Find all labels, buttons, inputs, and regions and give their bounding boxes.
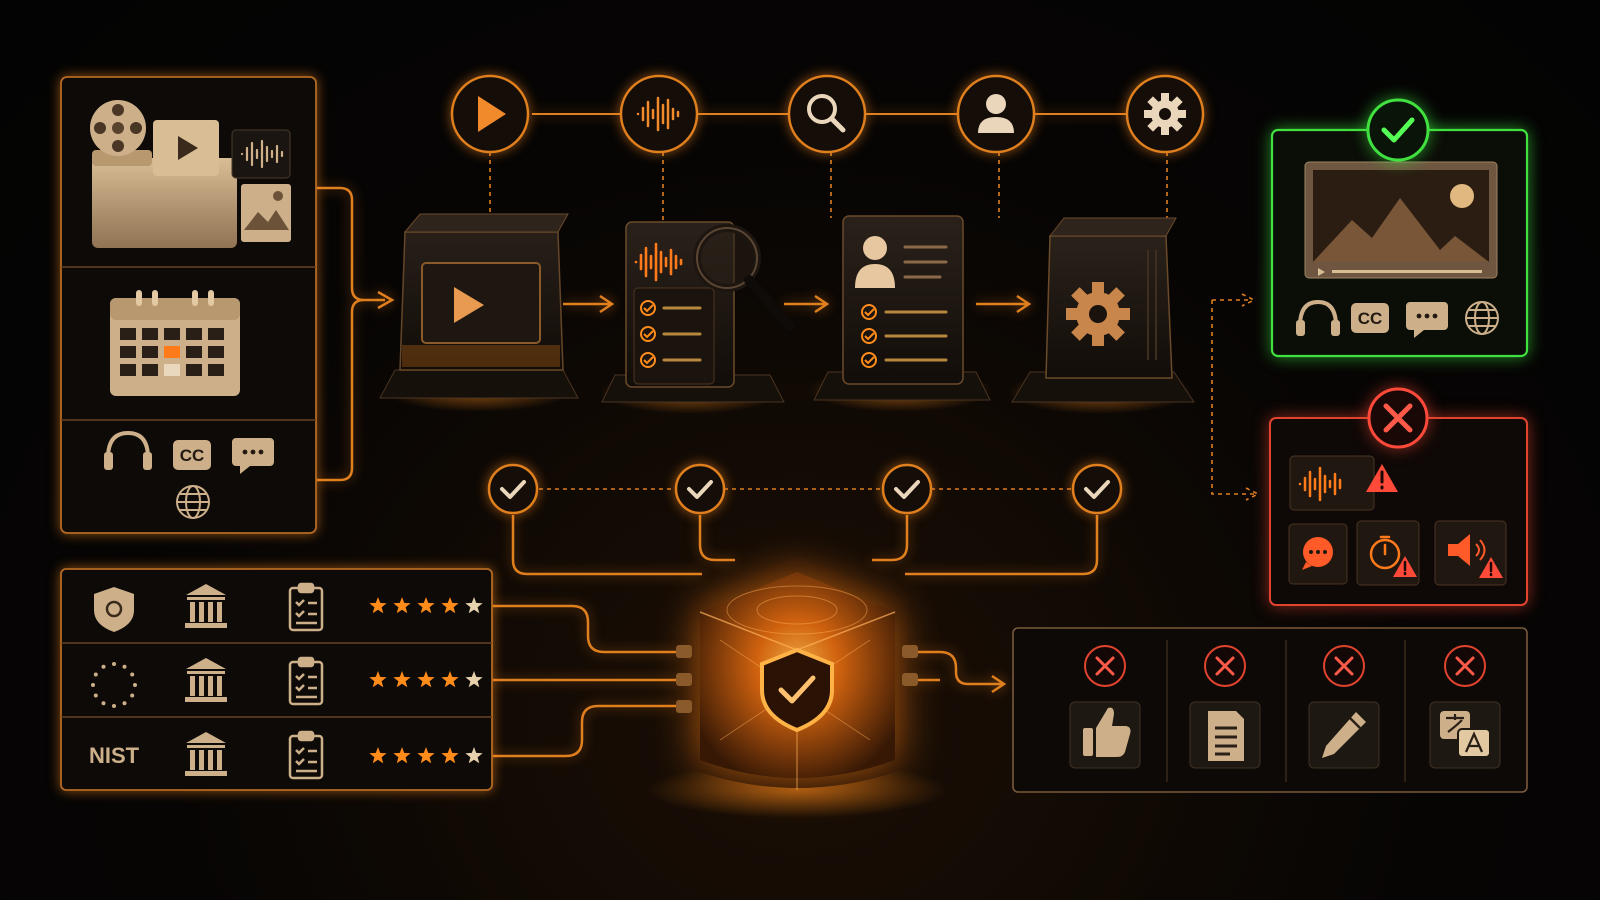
rating-star [369,671,387,688]
institution-icon [185,658,227,702]
check-circle-icon [1381,117,1415,143]
rating-star [441,597,459,614]
eu-stars-icon [91,662,137,708]
check-icon [1084,480,1110,499]
video-stage [379,213,579,412]
success-status [1366,98,1430,162]
checkpoint-1 [487,463,539,515]
audio-warning-icon [1289,455,1398,511]
profile-review-stage [808,215,992,412]
chat-bubble-icon [1288,523,1348,585]
success-output-panel: CC [1270,98,1529,358]
closed-captions-icon: CC [173,440,211,470]
pipeline-stages [379,213,1195,414]
globe-icon [176,485,210,519]
translate-icon [1429,701,1501,769]
rejected-actions-panel [1012,627,1528,793]
check-icon [687,480,713,499]
checkpoint-3 [881,463,933,515]
rating-star [393,747,411,764]
checkpoint-4 [1071,463,1123,515]
institution-icon [185,584,227,628]
rating-star [393,671,411,688]
folder-icon [92,158,237,248]
rating-star [369,597,387,614]
pencil-icon [1308,701,1380,769]
step-user-icon [956,74,1036,154]
video-preview [1304,161,1498,279]
svg-text:CC: CC [1358,309,1383,328]
svg-text:CC: CC [180,446,205,465]
rating-star [465,671,483,688]
audio-review-stage [600,221,795,414]
shield-check-icon [760,647,834,733]
rating-star [417,747,435,764]
standards-panel: NIST [60,568,493,791]
rating-star [441,671,459,688]
inputs-panel: CC [60,76,317,534]
failure-status [1367,387,1429,449]
rating-star [465,597,483,614]
reject-mark [1204,645,1246,687]
nist-logo: NIST [89,743,140,768]
clipboard-icon [288,656,324,706]
reject-mark [1323,645,1365,687]
step-play-icon [450,74,530,154]
institution-icon [185,732,227,776]
rating-star [417,597,435,614]
dashed-connectors [489,152,1260,501]
audio-wave-icon [231,129,291,179]
reject-mark [1084,645,1126,687]
play-icon [153,120,219,176]
failure-output-panel [1269,387,1528,606]
image-icon [241,184,291,242]
clipboard-icon [288,730,324,780]
compliance-core [647,556,947,818]
star-ratings [369,597,483,764]
x-circle-icon [1383,403,1413,433]
rating-star [465,747,483,764]
checkpoint-2 [674,463,726,515]
core-ports [676,645,918,713]
step-search-icon [787,74,867,154]
timer-warning-icon [1356,520,1420,586]
reject-mark [1444,645,1486,687]
chat-bubble-icon [232,438,274,474]
step-icons [450,74,1205,154]
rating-star [441,747,459,764]
media-cluster [90,100,291,248]
connectors [316,113,1127,758]
headphones-icon [1296,299,1340,336]
check-icon [894,480,920,499]
closed-captions-icon: CC [1351,303,1389,333]
rating-star [417,671,435,688]
step-audio-wave-icon [619,74,699,154]
step-gear-icon [1125,74,1205,154]
processing-stage [1008,217,1195,414]
magnifier-icon [693,224,795,331]
clipboard-icon [288,582,324,632]
calendar-icon [110,290,240,396]
checkpoints [487,463,1123,515]
speaker-warning-icon [1434,520,1507,586]
rating-star [369,747,387,764]
rating-star [393,597,411,614]
shield-badge-icon [94,587,134,632]
thumbs-up-icon [1069,701,1141,769]
film-reel-icon [90,100,146,156]
chat-bubble-icon [1406,302,1448,338]
check-icon [500,480,526,499]
headphones-icon [104,430,152,470]
globe-icon [1465,301,1499,335]
document-icon [1189,701,1261,769]
